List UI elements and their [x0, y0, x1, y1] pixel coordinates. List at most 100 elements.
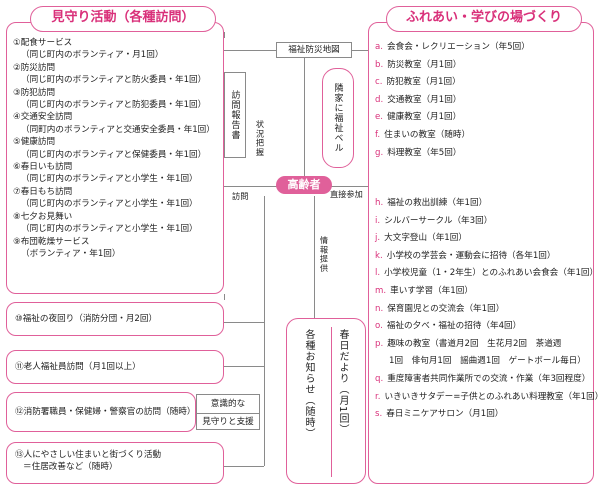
community-item-letter: h.	[375, 198, 384, 208]
box-housing: ⑬人にやさしい住まいと街づくり活動 ＝住居改善など（随時）	[6, 442, 224, 484]
community-item-letter: q.	[375, 373, 384, 384]
official-visit-text: ⑫消防署職員・保健婦・警察官の訪問（随時）	[15, 406, 196, 417]
visit-item-detail: （同じ町内のボランティアと保健委員・年1回）	[21, 149, 207, 160]
label-situation: 状況把握	[255, 120, 265, 157]
notice-box: 春日だより（月1回） 各種お知らせ（随時）	[286, 318, 366, 484]
visit-item-detail: （同じ町内のボランティアと小学生・年1回）	[21, 224, 198, 235]
community-item-text: 防災教室（月1回）	[387, 59, 462, 70]
community-item-letter: j.	[375, 233, 381, 244]
community-item-letter: f.	[375, 129, 381, 140]
community-item: c.防犯教室（月1回）	[375, 74, 530, 92]
community-item: k.小学校の学芸会・運動会に招待（各年1回）	[375, 248, 600, 266]
watch-support-line2: 見守りと支援	[197, 413, 259, 430]
elderly-hub: 高齢者	[276, 176, 332, 194]
community-item: j.大文字登山（年1回）	[375, 230, 600, 248]
community-item: n.保育園児との交流会（年1回）	[375, 301, 600, 319]
community-item: q.重度障害者共同作業所での交流・作業（年3回程度）	[375, 371, 600, 389]
label-direct-participation: 直接参加	[330, 189, 363, 199]
connector-line	[224, 466, 264, 467]
community-item: 1回 俳句月1回 謡曲週1回 ゲートボール毎日）	[375, 353, 600, 371]
community-item-letter: a.	[375, 42, 383, 52]
community-item-letter: b.	[375, 59, 384, 70]
connector-line	[224, 294, 225, 300]
connector-line	[224, 32, 225, 38]
visit-item-detail: （同じ町内のボランティアと防火委員・年1回）	[21, 75, 207, 86]
connector-line	[304, 58, 305, 176]
community-item: h.福祉の救出訓練（年1回）	[375, 195, 600, 213]
welfare-bell-box: 隣家に福祉ベル	[322, 68, 354, 168]
visit-item-title: ①配食サービス	[13, 38, 73, 48]
community-item: i.シルバーサークル（年3回）	[375, 213, 600, 231]
visit-activities-box: ①配食サービス（同じ町内のボランティア・月1回）②防災訪問（同じ町内のボランティ…	[6, 22, 224, 294]
community-item-letter: g.	[375, 147, 384, 158]
label-information: 情報提供	[319, 236, 329, 273]
various-notices: 各種お知らせ（随時）	[303, 329, 314, 439]
visit-report-box: 訪問報告書	[224, 72, 246, 158]
community-item-text: 春日ミニケアサロン（月1回）	[386, 409, 504, 420]
visit-item-detail: （同じ町内のボランティア・月1回）	[21, 50, 164, 61]
community-item-text: シルバーサークル（年3回）	[384, 215, 493, 226]
welfare-visit-text: ⑪老人福祉員訪問（月1回以上）	[15, 361, 141, 372]
community-item-letter: m.	[375, 285, 387, 296]
kasuga-newsletter: 春日だより（月1回）	[337, 329, 348, 436]
community-item-text: 小学校児童（1・2年生）とのふれあい会食会（年1回）	[384, 268, 599, 279]
box-night-patrol: ⑩福祉の夜回り（消防分団・月2回）	[6, 302, 224, 336]
community-item-text: いきいきサタデー=子供とのふれあい料理教室（年1回）	[384, 391, 600, 402]
community-item-letter: k.	[375, 250, 383, 261]
community-item-letter: c.	[375, 77, 383, 88]
connector-line	[264, 196, 265, 466]
visit-item-title: ④交通安全訪問	[13, 112, 73, 123]
community-item-letter: i.	[375, 215, 381, 226]
visit-item-title: ⑥春日いも訪問	[13, 162, 73, 173]
notice-divider	[331, 327, 332, 477]
visit-list: ①配食サービス（同じ町内のボランティア・月1回）②防災訪問（同じ町内のボランティ…	[13, 37, 215, 260]
community-item: l.小学校児童（1・2年生）とのふれあい会食会（年1回）	[375, 265, 600, 283]
community-item: a. 会食会・レクリエーション（年5回）	[375, 39, 530, 57]
visit-item-title: ⑨布団乾燥サービス	[13, 236, 90, 247]
community-item-letter: s.	[375, 409, 383, 420]
community-item: f.住まいの教室（随時）	[375, 127, 530, 145]
community-item: p.趣味の教室（書道月2回 生花月2回 茶道週	[375, 336, 600, 354]
community-item-text: 交通教室（月1回）	[387, 94, 462, 105]
left-header: 見守り活動（各種訪問）	[30, 6, 216, 32]
connector-line	[314, 196, 315, 322]
welfare-bell-label: 隣家に福祉ベル	[332, 83, 343, 153]
welfare-disaster-map-box: 福祉防災地図	[276, 42, 352, 58]
community-item: e.健康教室（月1回）	[375, 109, 530, 127]
visit-item-title: ⑤健康訪問	[13, 137, 56, 148]
community-list-bottom: h.福祉の救出訓練（年1回）i.シルバーサークル（年3回）j.大文字登山（年1回…	[375, 195, 600, 424]
community-item-letter: p.	[375, 338, 384, 349]
community-item-text: 福祉の救出訓練（年1回）	[387, 198, 488, 208]
connector-line	[224, 322, 264, 323]
visit-item-detail: （同じ町内のボランティアと小学生・年1回）	[21, 174, 198, 185]
visit-item-title: ③防犯訪問	[13, 87, 56, 98]
community-item: d.交通教室（月1回）	[375, 92, 530, 110]
visit-item-title: ⑦春日もち訪問	[13, 186, 73, 197]
community-item-letter: e.	[375, 112, 384, 123]
community-item-text: 料理教室（年5回）	[387, 147, 462, 158]
box-official-visit: ⑫消防署職員・保健婦・警察官の訪問（随時）	[6, 392, 196, 432]
community-item-text: 小学校の学芸会・運動会に招待（各年1回）	[386, 250, 556, 261]
community-item-text: 住まいの教室（随時）	[384, 129, 471, 140]
community-item-text: 健康教室（月1回）	[387, 112, 462, 123]
community-item-letter: d.	[375, 94, 384, 105]
community-item: m.車いす学習（年1回）	[375, 283, 600, 301]
visit-item-title: ⑧七夕お見舞い	[13, 211, 73, 222]
community-item-text: 会食会・レクリエーション（年5回）	[387, 42, 530, 52]
watch-support-line1: 意識的な	[210, 399, 246, 409]
watch-support-box: 意識的な 見守りと支援	[196, 394, 260, 430]
community-item-text: 福祉の夕べ・福祉の招待（年4回）	[386, 321, 522, 332]
visit-item-detail: （ボランティア・年1回）	[21, 248, 121, 259]
community-item-letter: l.	[375, 268, 381, 279]
housing-line2: ＝住居改善など（随時）	[23, 462, 118, 473]
community-item: r.いきいきサタデー=子供とのふれあい料理教室（年1回）	[375, 389, 600, 407]
community-item-text: 重度障害者共同作業所での交流・作業（年3回程度）	[387, 373, 591, 384]
visit-report-label: 訪問報告書	[229, 90, 240, 140]
visit-item-detail: （同町内のボランティアと交通安全委員・年1回）	[21, 124, 215, 135]
night-patrol-text: ⑩福祉の夜回り（消防分団・月2回）	[15, 313, 158, 324]
community-item-text: 趣味の教室（書道月2回 生花月2回 茶道週	[387, 338, 562, 349]
community-item-text: 保育園児との交流会（年1回）	[387, 303, 505, 314]
community-item: o.福祉の夕べ・福祉の招待（年4回）	[375, 318, 600, 336]
visit-item-detail: （同じ町内のボランティアと小学生・年1回）	[21, 199, 198, 210]
community-item-text: 車いす学習（年1回）	[390, 285, 473, 296]
